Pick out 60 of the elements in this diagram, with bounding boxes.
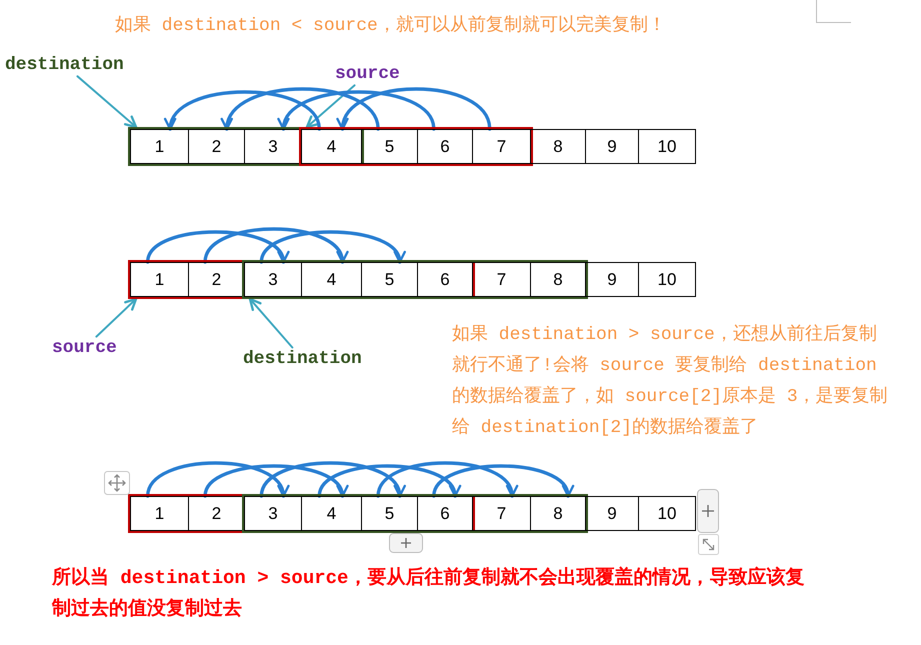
- array-cell: 5: [361, 129, 418, 164]
- leader-arrow: [248, 298, 294, 348]
- leader-arrow: [95, 298, 138, 338]
- array-cell: 3: [244, 496, 302, 531]
- array-cell: 9: [585, 129, 639, 164]
- array-cell: 2: [188, 129, 245, 164]
- pointer-label: source: [52, 338, 117, 358]
- annotation-text: 如果 destination < source，就可以从前复制就可以完美复制！: [115, 14, 666, 38]
- curved-arrow: [146, 230, 287, 264]
- array-cell: 6: [417, 129, 473, 164]
- array-cell: 4: [301, 262, 362, 297]
- curved-arrow: [280, 90, 436, 131]
- leader-arrow: [306, 84, 356, 128]
- curved-arrow: [203, 464, 346, 498]
- pointer-label: destination: [5, 55, 124, 75]
- array-cell: 8: [530, 496, 586, 531]
- array-cell: 1: [130, 129, 189, 164]
- array-cell: 9: [585, 496, 639, 531]
- curved-arrow: [203, 227, 346, 264]
- curved-arrow: [260, 230, 403, 264]
- highlight-frame: [128, 127, 364, 166]
- pointer-label: source: [335, 64, 400, 84]
- highlight-frame: [242, 260, 588, 299]
- array-cell: 5: [361, 496, 418, 531]
- array-cell: 9: [585, 262, 639, 297]
- array-cell: 10: [638, 262, 696, 297]
- curved-arrow: [223, 87, 380, 131]
- array-cell: 3: [244, 129, 302, 164]
- annotation-text: 如果 destination > source，还想从前往后复制就行不通了!会将 source 要复制给 destination的数据给覆盖了，如 source[2]原本是 3，是要复制给 destination[2]的数据给覆盖了: [452, 323, 889, 440]
- curved-arrow: [338, 87, 492, 131]
- highlight-frame: [242, 494, 588, 533]
- array-cell: 2: [188, 262, 245, 297]
- array-cell: 10: [638, 496, 696, 531]
- leader-arrow: [76, 75, 138, 128]
- array-cell: 4: [301, 129, 362, 164]
- array-cell: 8: [530, 129, 586, 164]
- annotation-text: 所以当 destination > source，要从后往前复制就不会出现覆盖的情况，导致应该复制过去的值没复制过去: [52, 565, 806, 622]
- highlight-frame: [128, 494, 475, 533]
- highlight-frame: [299, 127, 533, 166]
- array-cell: 2: [188, 496, 245, 531]
- curved-arrow: [376, 461, 516, 498]
- curved-arrow: [432, 464, 572, 498]
- curved-arrow: [260, 461, 404, 498]
- array-cell: 8: [530, 262, 586, 297]
- array-cell: 1: [130, 262, 189, 297]
- curved-arrow: [318, 464, 458, 498]
- curved-arrow: [166, 90, 321, 131]
- array-cell: 7: [472, 496, 531, 531]
- array-cell: 5: [361, 262, 418, 297]
- pointer-label: destination: [243, 349, 362, 369]
- array-cell: 6: [417, 496, 473, 531]
- array-cell: 1: [130, 496, 189, 531]
- curved-arrow: [146, 461, 287, 498]
- array-cell: 6: [417, 262, 473, 297]
- highlight-frame: [128, 260, 475, 299]
- array-cell: 10: [638, 129, 696, 164]
- array-cell: 7: [472, 262, 531, 297]
- array-cell: 3: [244, 262, 302, 297]
- array-cell: 4: [301, 496, 362, 531]
- array-cell: 7: [472, 129, 531, 164]
